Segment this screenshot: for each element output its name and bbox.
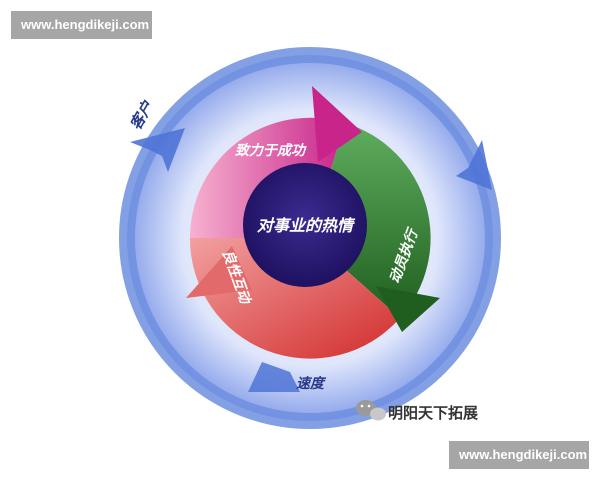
center-label: 对事业的热情 [257, 216, 356, 235]
outer-arrow-right [456, 140, 492, 190]
label-pink: 致力于成功 [235, 142, 307, 159]
source-badge: 明阳天下拓展 [388, 404, 479, 422]
label-outer-bottom: 速度 [296, 375, 327, 392]
arrowhead-red [186, 246, 252, 298]
watermark-top: www.hengdikeji.com [11, 11, 152, 39]
wechat-icon [356, 400, 386, 421]
center-circle [243, 163, 367, 287]
outer-arrow-left [130, 128, 185, 172]
watermark-bottom: www.hengdikeji.com [449, 441, 589, 469]
arrowhead-green [376, 286, 440, 332]
outer-arrow-bottom [248, 362, 300, 392]
outer-ring-band [119, 47, 501, 429]
label-outer-left: 客户 [126, 97, 157, 133]
segment-red [189, 238, 400, 359]
arrowhead-pink [312, 86, 362, 162]
segment-green [310, 123, 431, 318]
